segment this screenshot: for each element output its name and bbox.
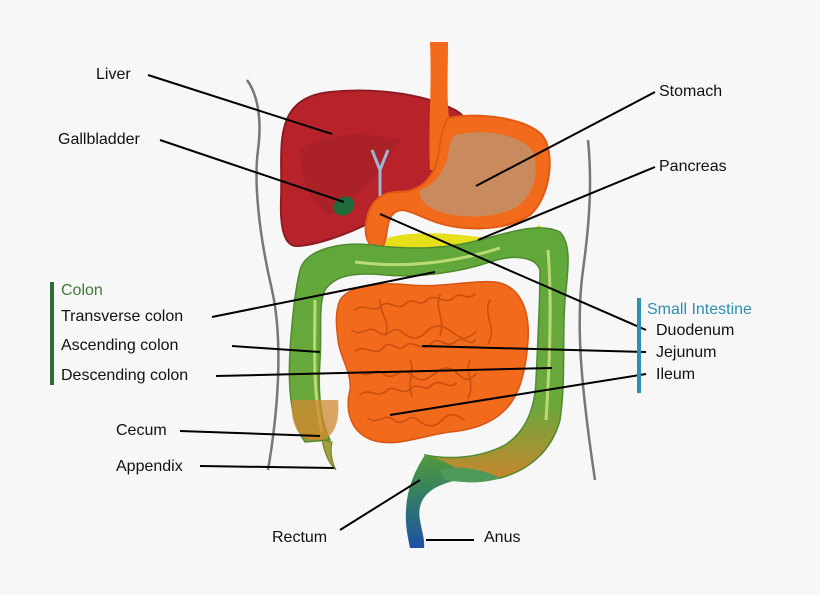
label-jejunum: Jejunum [656,344,717,361]
label-descending-colon: Descending colon [61,367,189,384]
leader-stomach [475,91,656,187]
label-cecum: Cecum [116,422,167,439]
label-small-intestine-group: Small Intestine [647,301,752,318]
label-stomach: Stomach [659,83,723,100]
colon-highlight-top [354,246,501,267]
label-pancreas: Pancreas [659,158,727,175]
label-liver: Liver [96,66,131,83]
colon-shape [288,227,569,482]
label-appendix: Appendix [116,458,183,475]
leader-jejunum [421,345,647,353]
label-colon-group: Colon [61,282,103,299]
label-duodenum: Duodenum [656,322,735,339]
rectum-sigmoid [440,467,500,483]
leader-appendix [199,465,335,469]
leader-pancreas [477,166,656,241]
label-anus: Anus [484,529,521,546]
stomach-inner [419,132,536,217]
label-ascending-colon: Ascending colon [61,337,179,354]
leader-ileum [389,373,647,416]
leader-liver [147,74,333,135]
leader-ascending-colon [231,345,321,353]
label-transverse-colon: Transverse colon [61,308,184,325]
appendix-shape [321,439,337,471]
colon-highlight-right [544,249,552,421]
leader-descending-colon [215,367,553,377]
body-outline-left [245,79,280,471]
cecum-shape [291,400,339,441]
label-gallbladder: Gallbladder [58,131,140,148]
leader-cecum [179,430,321,437]
body-outline-right [578,139,597,481]
label-ileum: Ileum [656,366,696,383]
label-rectum: Rectum [272,529,328,546]
small-intestine-shape [335,280,529,444]
leader-lines [147,74,656,541]
leader-rectum [339,479,421,531]
leader-transverse-colon [211,271,436,318]
leader-gallbladder [159,139,345,203]
leader-duodenum [379,213,647,331]
